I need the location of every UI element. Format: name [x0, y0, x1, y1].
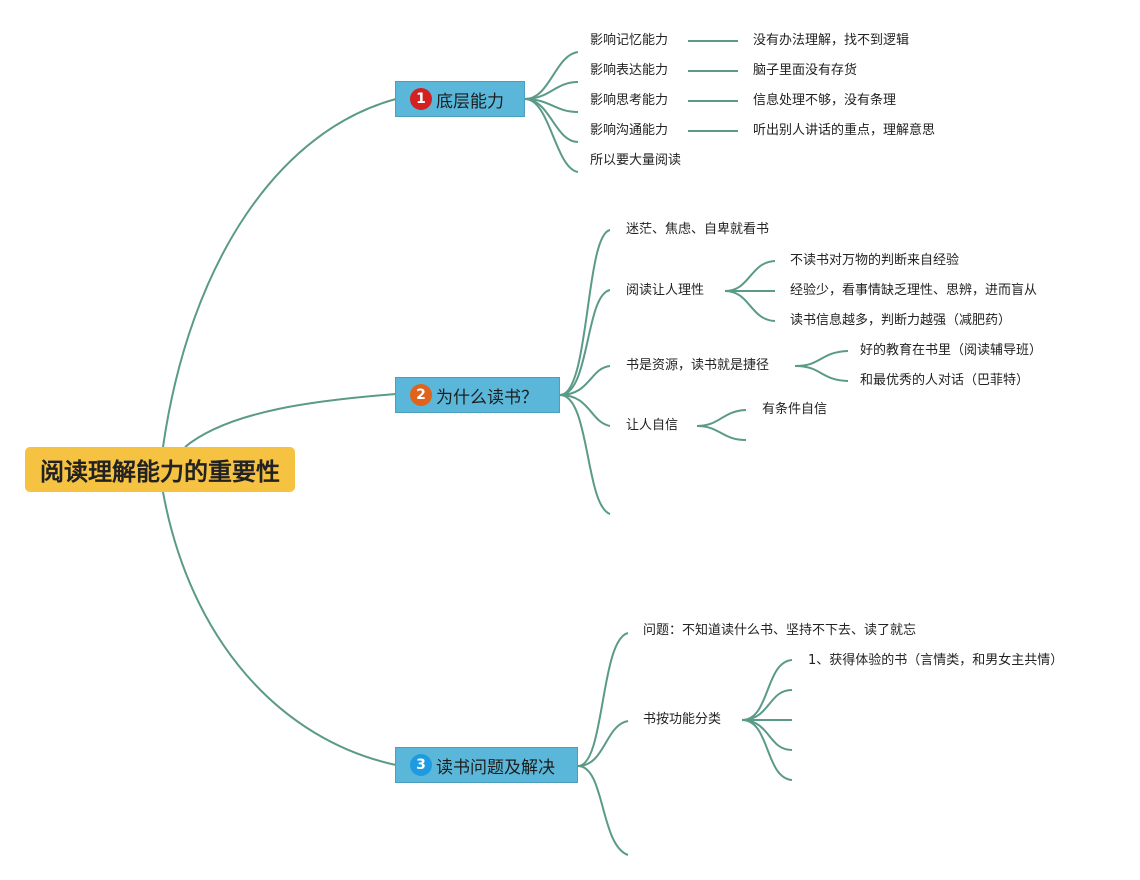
b2-confident-child-1[interactable]: 有条件自信 — [762, 402, 828, 417]
link-b2-item3 — [559, 365, 611, 396]
b1-item-expression[interactable]: 影响表达能力 — [590, 63, 669, 78]
link-root-branch3 — [162, 491, 397, 766]
b2-item-resource[interactable]: 书是资源，读书就是捷径 — [626, 358, 770, 373]
b1-item-memory[interactable]: 影响记忆能力 — [590, 33, 669, 48]
link-b2-item5 — [559, 394, 611, 515]
number-3-badge-icon: 3 — [410, 754, 432, 776]
b1-detail-memory[interactable]: 没有办法理解，找不到逻辑 — [753, 33, 910, 48]
b3-category-child-1[interactable]: 1、获得体验的书（言情类，和男女主共情） — [808, 653, 1064, 668]
link-root-branch1 — [162, 98, 397, 448]
b2-resource-child-2[interactable]: 和最优秀的人对话（巴菲特） — [860, 373, 1030, 388]
b3-item-category[interactable]: 书按功能分类 — [643, 712, 722, 727]
b3-item-problem[interactable]: 问题：不知道读什么书、坚持不下去、读了就忘 — [643, 623, 917, 638]
link-b2-rational-3 — [724, 290, 776, 322]
link-b2-rational-1 — [724, 260, 776, 292]
branch-3-label: 读书问题及解决 — [436, 757, 555, 778]
link-b3-item1 — [577, 632, 629, 767]
b2-rational-child-3[interactable]: 读书信息越多，判断力越强（减肥药） — [790, 313, 1012, 328]
link-b3-category-4 — [741, 719, 793, 751]
link-b3-item3 — [577, 765, 629, 856]
b2-resource-child-1[interactable]: 好的教育在书里（阅读辅导班） — [860, 343, 1043, 358]
b1-detail-thinking[interactable]: 信息处理不够，没有条理 — [753, 93, 897, 108]
b1-item-communication[interactable]: 影响沟通能力 — [590, 123, 669, 138]
b2-item-confident[interactable]: 让人自信 — [626, 418, 679, 433]
branch-3-node[interactable]: 3 读书问题及解决 — [395, 747, 578, 783]
link-b2-item4 — [559, 394, 611, 427]
number-1-badge-icon: 1 — [410, 88, 432, 110]
link-root-branch2 — [184, 393, 397, 448]
number-2-badge-icon: 2 — [410, 384, 432, 406]
link-b2-resource-2 — [794, 365, 849, 382]
link-b3-category-5 — [741, 719, 793, 781]
link-b2-item2 — [559, 289, 611, 396]
link-b2-confident-2 — [696, 425, 747, 441]
link-b3-category-2 — [741, 689, 793, 721]
link-b2-confident-1 — [696, 409, 747, 427]
link-b3-category-1 — [741, 659, 793, 721]
b1-item-read-more[interactable]: 所以要大量阅读 — [590, 153, 682, 168]
b2-item-rational[interactable]: 阅读让人理性 — [626, 283, 705, 298]
link-b2-resource-1 — [794, 350, 849, 367]
b1-detail-communication[interactable]: 听出别人讲话的重点，理解意思 — [753, 123, 936, 138]
b2-rational-child-1[interactable]: 不读书对万物的判断来自经验 — [790, 253, 960, 268]
branch-1-node[interactable]: 1 底层能力 — [395, 81, 525, 117]
link-b3-item2 — [577, 720, 629, 767]
branch-2-label: 为什么读书？ — [436, 387, 538, 408]
b1-item-thinking[interactable]: 影响思考能力 — [590, 93, 669, 108]
branch-2-node[interactable]: 2 为什么读书？ — [395, 377, 560, 413]
branch-1-label: 底层能力 — [436, 91, 504, 112]
link-b1-item5 — [524, 98, 579, 173]
link-b2-item1 — [559, 229, 611, 396]
b1-detail-expression[interactable]: 脑子里面没有存货 — [753, 63, 858, 78]
b2-item-anxiety[interactable]: 迷茫、焦虑、自卑就看书 — [626, 222, 770, 237]
root-topic[interactable]: 阅读理解能力的重要性 — [25, 447, 295, 492]
b2-rational-child-2[interactable]: 经验少，看事情缺乏理性、思辨，进而盲从 — [790, 283, 1038, 298]
